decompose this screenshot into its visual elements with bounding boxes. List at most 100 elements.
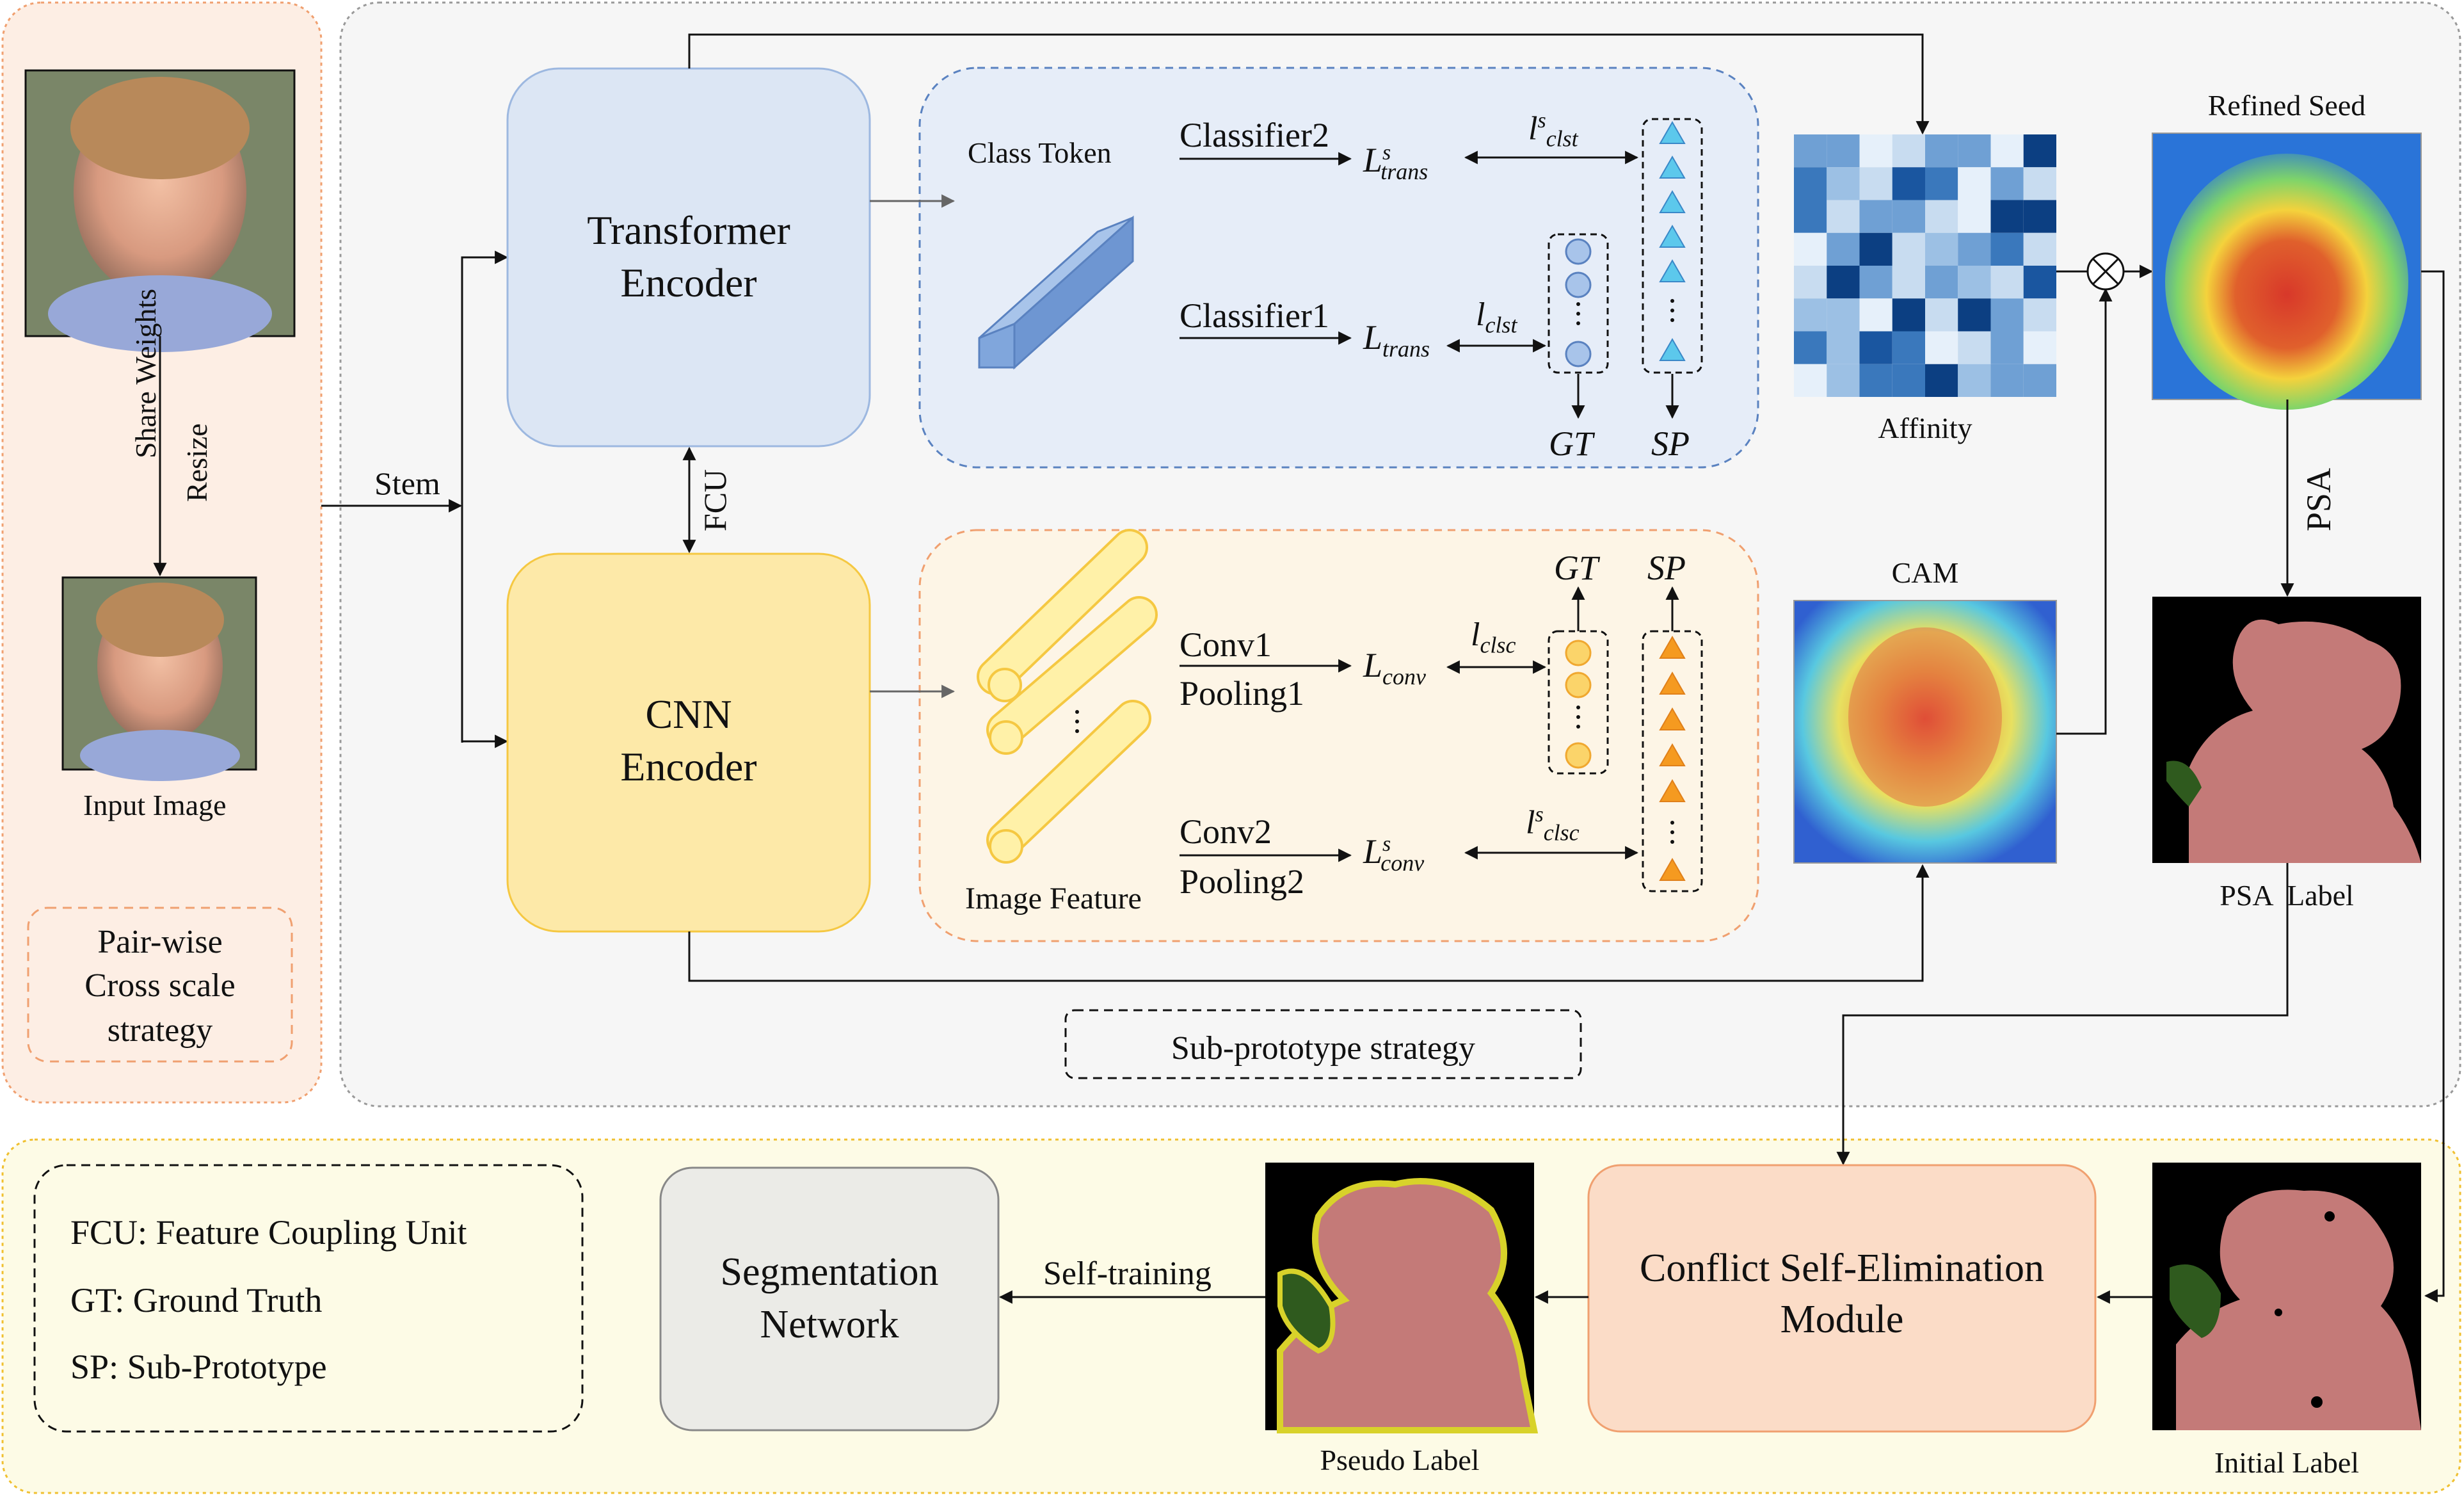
cnn-branch-box <box>918 529 1759 942</box>
affinity-cell <box>1925 364 1958 397</box>
initial-label-caption: Initial Label <box>2214 1446 2360 1479</box>
lclst-label: lclst <box>1476 296 1517 338</box>
affinity-cell <box>2023 364 2056 397</box>
affinity-cell <box>1958 331 1991 364</box>
refined-seed-image <box>2152 133 2422 410</box>
initial-label-mask <box>2152 1163 2421 1430</box>
affinity-cell <box>1892 298 1925 332</box>
loss-trans-s: Lstrans <box>1363 141 1428 184</box>
input-image-caption: Input Image <box>83 789 227 821</box>
conflict-line2: Module <box>1780 1298 1904 1341</box>
affinity-cell <box>1827 266 1860 299</box>
affinity-cell <box>1794 167 1827 200</box>
transformer-to-affinity <box>688 33 1930 135</box>
affinity-cell <box>1990 331 2024 364</box>
conv1-label: Conv1 <box>1180 625 1272 664</box>
class-token-label: Class Token <box>968 136 1112 169</box>
class-token-bar <box>978 215 1134 370</box>
affinity-cell <box>1859 232 1892 266</box>
affinity-cell <box>2023 331 2056 364</box>
affinity-cell <box>1958 134 1991 168</box>
loss-trans: Ltrans <box>1363 318 1430 362</box>
psa-to-conflict <box>1836 863 2289 1166</box>
affinity-cell <box>1990 167 2024 200</box>
affinity-cell <box>1958 364 1991 397</box>
cnn-to-cam <box>688 864 1930 982</box>
transformer-line1: Transformer <box>587 207 790 253</box>
transformer-line2: Encoder <box>620 260 757 305</box>
affinity-cell <box>1990 232 2024 266</box>
sub-prototype-box <box>1064 1009 1582 1079</box>
affinity-cell <box>1892 266 1925 299</box>
strategy-line1: Pair-wise <box>97 924 223 960</box>
legend-box <box>33 1164 584 1433</box>
affinity-cell <box>1958 266 1991 299</box>
affinity-cell <box>2023 134 2056 168</box>
affinity-cell <box>1859 364 1892 397</box>
affinity-cell <box>1990 298 2024 332</box>
affinity-cell <box>1892 134 1925 168</box>
affinity-cell <box>1859 134 1892 168</box>
psa-label: PSA <box>2300 467 2338 531</box>
stem-label: Stem <box>374 465 440 501</box>
affinity-cell <box>1925 298 1958 332</box>
psa-label-caption: PSA Label <box>2220 879 2354 912</box>
fcu-label: FCU <box>697 469 733 531</box>
sub-prototype-label: Sub-prototype strategy <box>1171 1030 1476 1067</box>
pseudo-label-caption: Pseudo Label <box>1320 1444 1480 1476</box>
image-feature-label: Image Feature <box>965 882 1142 915</box>
conv2-label: Conv2 <box>1180 812 1272 851</box>
sp-prototypes-orange <box>1642 630 1703 892</box>
affinity-cell <box>1958 200 1991 233</box>
affinity-cell <box>1990 200 2024 233</box>
affinity-cell <box>1925 134 1958 168</box>
stem-to-transformer <box>461 250 509 743</box>
affinity-cell <box>1827 331 1860 364</box>
cnn-encoder <box>506 552 871 933</box>
affinity-cell <box>2023 200 2056 233</box>
affinity-cell <box>1925 200 1958 233</box>
strategy-line2: Cross scale <box>84 967 236 1004</box>
affinity-cell <box>2023 298 2056 332</box>
psa-label-mask <box>2152 597 2421 863</box>
affinity-cell <box>1925 232 1958 266</box>
affinity-cell <box>1859 167 1892 200</box>
segmentation-line1: Segmentation <box>720 1250 939 1294</box>
conflict-self-elimination-module <box>1587 1164 2097 1433</box>
affinity-cell <box>1859 200 1892 233</box>
affinity-cell <box>1794 200 1827 233</box>
legend-fcu: FCU: Feature Coupling Unit <box>70 1213 467 1252</box>
affinity-label: Affinity <box>1878 412 1972 444</box>
pooling2-label: Pooling2 <box>1180 862 1305 901</box>
affinity-cell <box>1958 298 1991 332</box>
transformer-encoder <box>506 67 871 448</box>
lclsc-s-label: lsclsc <box>1526 803 1580 846</box>
affinity-cell <box>1925 266 1958 299</box>
gt-prototypes-blue <box>1548 233 1609 374</box>
input-image-large <box>24 69 296 352</box>
strategy-line3: strategy <box>107 1012 213 1049</box>
image-feature-cylinders <box>977 529 1158 864</box>
affinity-cell <box>1794 364 1827 397</box>
affinity-cell <box>1827 200 1860 233</box>
loss-conv: Lconv <box>1363 646 1427 690</box>
affinity-cell <box>1794 232 1827 266</box>
affinity-cell <box>2023 232 2056 266</box>
resize-label: Resize <box>180 423 213 502</box>
multiply-node <box>2086 252 2125 291</box>
loss-conv-s: Lsconv <box>1363 832 1425 876</box>
affinity-cell <box>1827 167 1860 200</box>
affinity-cell <box>1925 331 1958 364</box>
share-weights-label: Share Weights <box>129 288 162 458</box>
affinity-cell <box>1892 331 1925 364</box>
transformer-branch-box <box>918 67 1759 469</box>
affinity-cell <box>1794 134 1827 168</box>
conflict-line1: Conflict Self-Elimination <box>1640 1246 2044 1290</box>
affinity-cell <box>1892 232 1925 266</box>
cnn-line2: Encoder <box>620 744 757 789</box>
sp-label-top: SP <box>1651 424 1690 463</box>
gt-label-bottom: GT <box>1554 549 1599 587</box>
gt-label-top: GT <box>1549 424 1594 463</box>
legend-sp: SP: Sub-Prototype <box>70 1348 327 1386</box>
